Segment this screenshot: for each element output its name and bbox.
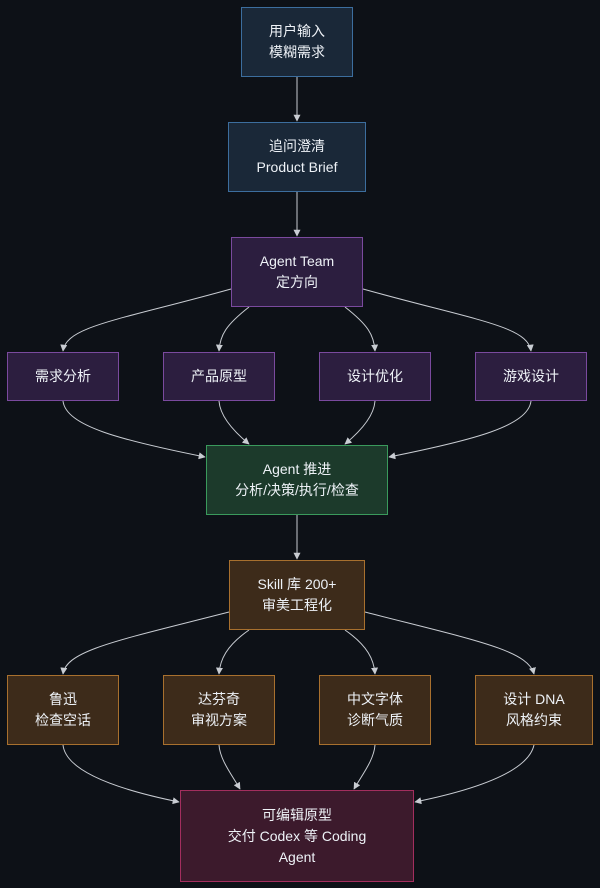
edge-game-to-drive <box>388 400 532 460</box>
node-clarify: 追问澄清 Product Brief <box>228 122 366 192</box>
node-label: 产品原型 <box>191 368 247 384</box>
edge-team-to-req <box>60 288 232 352</box>
edge-design-opt-to-drive <box>344 400 376 445</box>
node-label: 鲁迅 <box>49 691 77 707</box>
node-label: 中文字体 <box>347 691 403 707</box>
node-label: 需求分析 <box>35 368 91 384</box>
node-davinci: 达芬奇审视方案 <box>163 675 275 745</box>
edge-team-to-game <box>362 288 534 352</box>
node-label: 用户输入 <box>269 23 325 39</box>
node-label: 交付 Codex 等 Coding <box>227 827 367 844</box>
node-luxun: 鲁迅检查空话 <box>7 675 119 745</box>
node-label: 追问澄清 <box>269 138 325 154</box>
edge-team-to-proto <box>215 306 250 352</box>
node-proto: 产品原型 <box>163 352 275 401</box>
node-label: 设计 DNA <box>503 691 565 707</box>
node-skill: Skill 库 200+ 审美工程化 <box>229 560 365 630</box>
edge-davinci-to-output <box>218 744 241 790</box>
edge-proto-to-drive <box>218 400 250 445</box>
node-design-opt: 设计优化 <box>319 352 431 401</box>
node-game: 游戏设计 <box>475 352 587 401</box>
node-label: 模糊需求 <box>269 44 325 60</box>
node-label: 审美工程化 <box>262 597 332 613</box>
node-label: 可编辑原型 <box>262 806 332 823</box>
edge-team-to-design-opt <box>344 306 379 352</box>
node-label: Product Brief <box>256 159 338 175</box>
edge-skill-to-davinci <box>215 629 250 675</box>
edge-skill-to-luxun <box>60 611 230 675</box>
node-label: 设计优化 <box>347 368 403 384</box>
node-req: 需求分析 <box>7 352 119 401</box>
node-label: 检查空话 <box>35 712 91 728</box>
node-label: 风格约束 <box>506 712 562 728</box>
node-team: Agent Team 定方向 <box>231 237 363 307</box>
edge-dna-to-output <box>414 744 535 805</box>
node-label: 游戏设计 <box>503 368 559 384</box>
node-label: 审视方案 <box>191 712 247 728</box>
edge-font-to-output <box>353 744 376 790</box>
node-input: 用户输入模糊需求 <box>241 7 353 77</box>
node-dna: 设计 DNA 风格约束 <box>475 675 593 745</box>
edge-skill-to-font <box>344 629 379 675</box>
edge-luxun-to-output <box>62 744 180 805</box>
node-label: 诊断气质 <box>347 712 403 728</box>
edge-skill-to-dna <box>364 611 536 675</box>
node-drive: Agent 推进分析/决策/执行/检查 <box>206 445 388 515</box>
node-label: Agent <box>278 848 316 865</box>
node-label: Agent Team <box>259 253 335 269</box>
node-label: Agent 推进 <box>262 461 332 477</box>
node-label: Skill 库 200+ <box>257 576 337 592</box>
node-label: 达芬奇 <box>198 691 240 707</box>
edge-req-to-drive <box>62 400 206 460</box>
node-font: 中文字体诊断气质 <box>319 675 431 745</box>
node-label: 定方向 <box>276 274 318 290</box>
node-label: 分析/决策/执行/检查 <box>235 482 359 498</box>
